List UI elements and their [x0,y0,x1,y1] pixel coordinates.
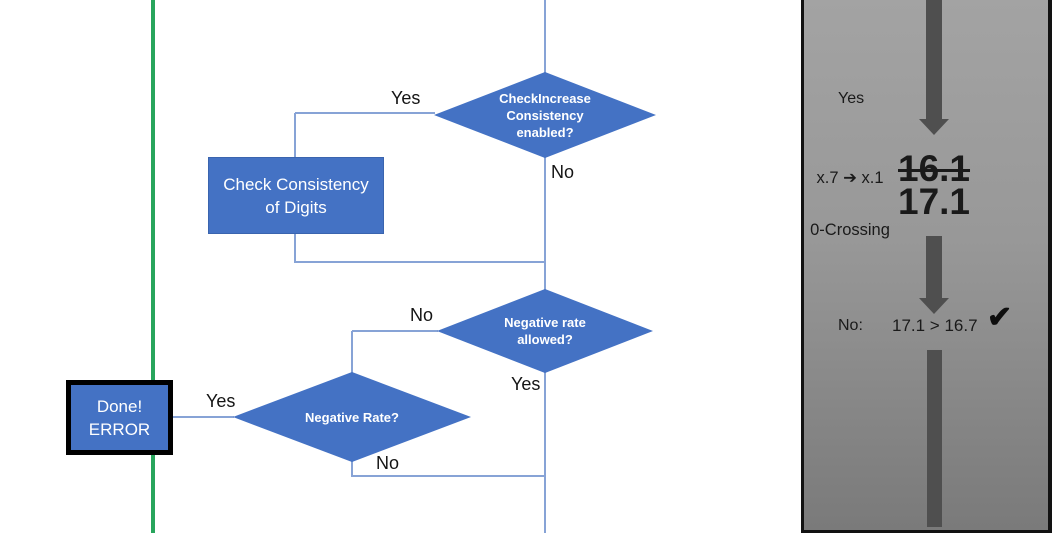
connector-decision3-yes-left [173,416,234,418]
label-no-decision2: No [410,305,434,325]
connector-decision2-yes-down [544,371,546,533]
connector-decision1-no-down [544,156,546,291]
connector-decision3-no-down [351,460,353,477]
down-arrow-2-head-icon [919,298,949,314]
down-arrow-2-shaft [926,236,942,298]
decision-negative-rate-allowed: Negative rate allowed? [437,289,653,373]
transition-rule-text: x.7 ➔ x.1 0-Crossing [804,165,896,243]
process-check-consistency-of-digits: Check Consistency of Digits [208,157,384,234]
transition-rule-line: x.7 ➔ x.1 [816,169,884,187]
panel-yes-label: Yes [838,90,865,107]
connector-top-into-decision1 [544,0,546,73]
comparison-text: 17.1 > 16.7 [892,316,978,335]
connector-decision3-rejoin-right [351,475,546,477]
side-panel: Yes x.7 ➔ x.1 0-Crossing 16.1 17.1 No: 1… [801,0,1052,533]
new-value-text: 17.1 [898,181,971,222]
label-no-decision1: No [551,162,575,182]
label-yes-decision3: Yes [206,391,236,411]
down-arrow-1-shaft [926,0,942,119]
check-mark-icon: ✔ [987,301,1013,334]
transition-name-line: 0-Crossing [810,221,890,239]
terminator-done-error: Done! ERROR [66,380,173,455]
connector-into-decision3-down [351,331,353,373]
decision-negative-rate: Negative Rate? [233,372,471,462]
result-no-label: No: [838,317,863,334]
decision-checkincrease-consistency: CheckIncrease Consistency enabled? [434,72,656,158]
down-arrow-1-head-icon [919,119,949,135]
label-yes-decision1: Yes [391,88,421,108]
down-arrow-3-shaft [927,350,942,527]
connector-decision2-no-left [352,330,438,332]
label-yes-decision2: Yes [511,374,541,394]
connector-decision1-yes-left [295,112,435,114]
value-comparison-block: 16.1 17.1 [898,150,988,220]
connector-process-rejoin-right [294,261,546,263]
timeline-green-line [151,0,155,533]
label-no-decision3: No [376,453,400,473]
previous-value-text: 16.1 [898,148,971,189]
